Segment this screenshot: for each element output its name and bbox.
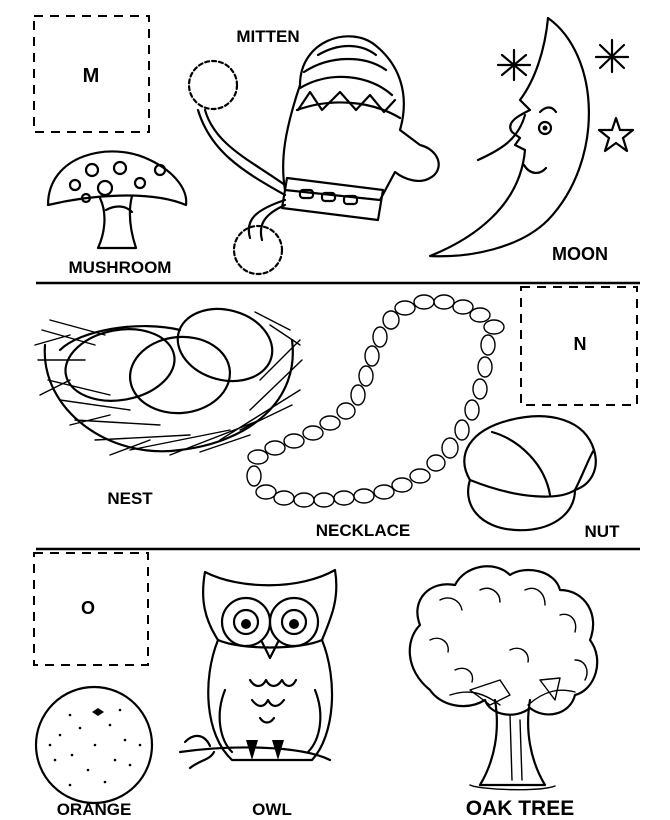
section-m: M MITTEN (33, 15, 635, 277)
section-o: O ORANGE (33, 552, 599, 820)
mitten-drawing (187, 35, 440, 276)
letter-box-m (33, 15, 150, 133)
oak-tree-drawing (408, 565, 599, 791)
label-moon: MOON (552, 244, 608, 264)
section-n: N NEST NECKLACE NUT (34, 286, 638, 541)
mushroom-drawing (46, 150, 188, 250)
label-necklace: NECKLACE (316, 521, 410, 540)
label-nut: NUT (585, 522, 621, 541)
label-oak-tree: OAK TREE (466, 797, 575, 820)
letter-box-o (33, 552, 149, 666)
letter-o: O (81, 598, 95, 618)
letter-n: N (574, 334, 587, 354)
orange-drawing (34, 685, 154, 805)
necklace-drawing (246, 294, 505, 508)
label-orange: ORANGE (57, 800, 132, 819)
label-nest: NEST (107, 489, 153, 508)
nest-drawing (34, 307, 303, 456)
letter-m: M (83, 65, 100, 87)
acorn-drawing (463, 415, 597, 532)
label-mushroom: MUSHROOM (69, 258, 172, 277)
label-owl: OWL (252, 800, 292, 819)
moon-drawing (428, 16, 635, 258)
owl-drawing (178, 568, 338, 770)
label-mitten: MITTEN (236, 27, 299, 46)
letter-box-n (520, 286, 638, 406)
